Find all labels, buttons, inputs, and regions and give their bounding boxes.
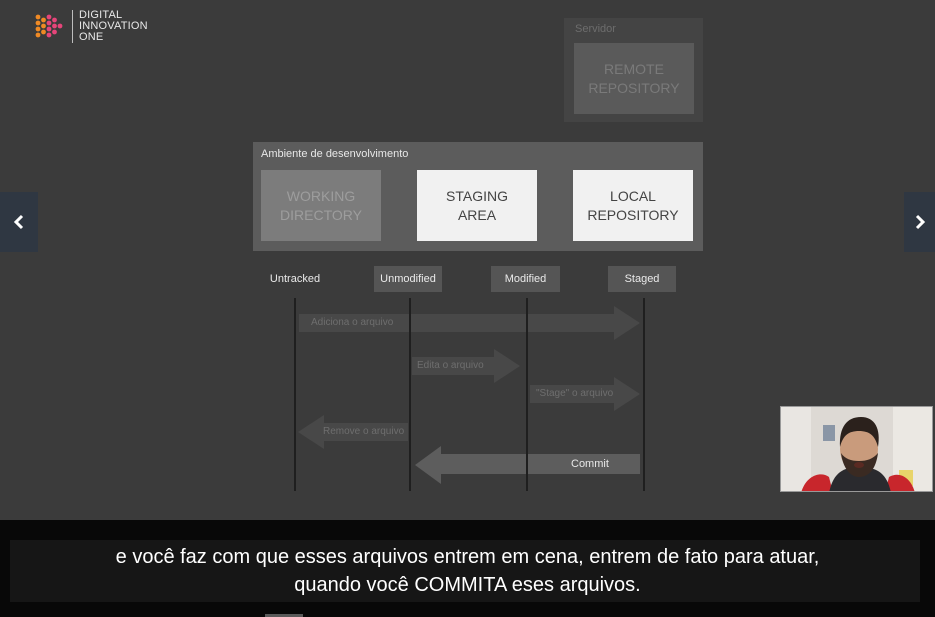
lifeline-modified <box>526 298 528 491</box>
arrow-remove <box>298 415 408 449</box>
state-unmodified: Unmodified <box>374 266 442 292</box>
subtitle-background <box>10 540 920 602</box>
arrow-edit <box>412 349 520 383</box>
next-slide-button[interactable] <box>904 192 935 252</box>
local-repository-box: LOCAL REPOSITORY <box>573 170 693 241</box>
video-progress-indicator[interactable] <box>265 614 303 617</box>
arrow-add-label: Adiciona o arquivo <box>311 317 394 328</box>
dev-environment-label: Ambiente de desenvolvimento <box>261 148 409 160</box>
lifeline-untracked <box>294 298 296 491</box>
arrow-stage-label: "Stage" o arquivo <box>536 388 614 399</box>
logo: DIGITAL INNOVATION ONE <box>34 10 148 43</box>
webcam-overlay <box>780 406 933 492</box>
arrow-add <box>299 306 640 340</box>
previous-slide-button[interactable] <box>0 192 38 252</box>
subtitle-line-2: quando você COMMITA eses arquivos. <box>294 574 641 596</box>
remote-repository-label: REMOTE REPOSITORY <box>588 60 680 96</box>
state-untracked: Untracked <box>269 273 321 285</box>
arrow-stage <box>530 377 640 411</box>
server-panel: Servidor REMOTE REPOSITORY <box>564 18 703 122</box>
subtitle-bar <box>0 520 935 617</box>
dev-environment-panel: Ambiente de desenvolvimento WORKING DIRE… <box>253 142 703 251</box>
chevron-left-icon <box>13 214 24 230</box>
chevron-right-icon <box>915 214 925 230</box>
staging-area-box: STAGING AREA <box>417 170 537 241</box>
subtitle-text: e você faz com que esses arquivos entrem… <box>0 543 935 599</box>
state-modified: Modified <box>491 266 560 292</box>
arrow-commit-label: Commit <box>571 458 609 470</box>
working-directory-box: WORKING DIRECTORY <box>261 170 381 241</box>
logo-text: DIGITAL INNOVATION ONE <box>72 10 148 43</box>
state-staged: Staged <box>608 266 676 292</box>
lifeline-staged <box>643 298 645 491</box>
lifeline-unmodified <box>409 298 411 491</box>
arrow-edit-label: Edita o arquivo <box>417 360 484 371</box>
arrow-remove-label: Remove o arquivo <box>323 426 405 437</box>
server-label: Servidor <box>575 23 616 35</box>
remote-repository-box: REMOTE REPOSITORY <box>574 43 694 114</box>
slide: DIGITAL INNOVATION ONE Servidor REMOTE R… <box>34 9 703 491</box>
subtitle-line-1: e você faz com que esses arquivos entrem… <box>115 546 820 568</box>
presenter-video <box>781 407 932 491</box>
logo-icon <box>35 14 63 37</box>
